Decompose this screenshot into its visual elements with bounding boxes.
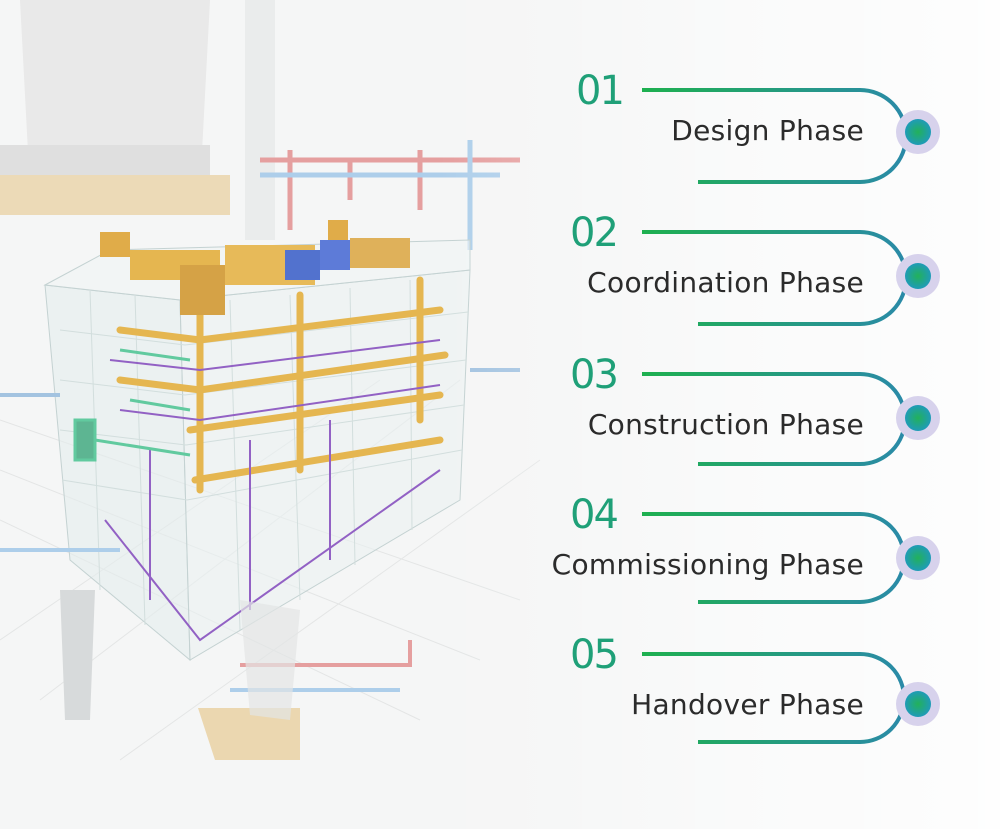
phase-label: Coordination Phase: [587, 266, 864, 299]
phase-label: Design Phase: [671, 114, 864, 147]
phase-number: 05: [570, 632, 619, 678]
phase-item-design: 01 Design Phase: [520, 68, 950, 202]
phase-number: 02: [570, 210, 619, 256]
phase-connector: [642, 230, 940, 326]
phase-item-coordination: 02 Coordination Phase: [520, 210, 950, 344]
phase-item-construction: 03 Construction Phase: [520, 352, 950, 486]
phase-connector: [642, 652, 940, 744]
phase-connector: [642, 88, 940, 184]
phase-item-handover: 05 Handover Phase: [520, 632, 950, 766]
phase-label: Handover Phase: [631, 688, 864, 721]
phase-connector: [642, 372, 940, 466]
phase-item-commissioning: 04 Commissioning Phase: [520, 492, 950, 626]
phase-connector: [642, 512, 940, 604]
phase-label: Commissioning Phase: [551, 548, 864, 581]
phase-label: Construction Phase: [587, 408, 864, 441]
phase-number: 03: [570, 352, 619, 398]
phase-number: 04: [570, 492, 619, 538]
phase-number: 01: [576, 68, 625, 114]
